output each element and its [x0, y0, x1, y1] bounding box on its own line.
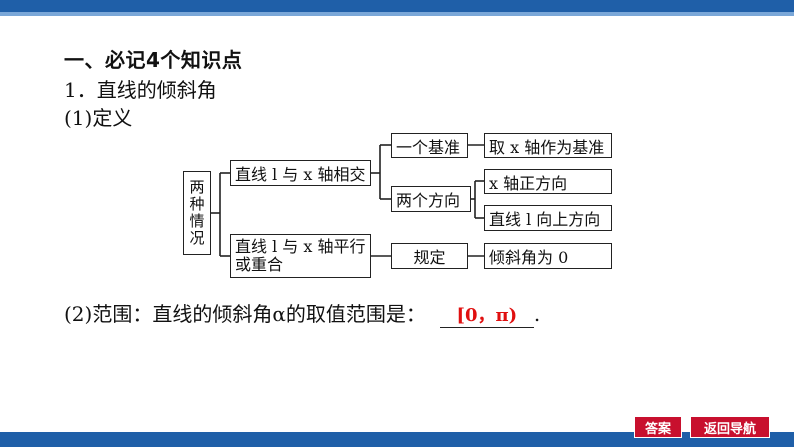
direction-line-up-label: 直线 l 向上方向 [489, 210, 601, 229]
one-basis-box: 一个基准 [391, 133, 468, 158]
range-period: . [533, 302, 541, 326]
rule-box: 规定 [391, 243, 468, 269]
range-answer-blank: [0，π) [439, 305, 534, 328]
basis-detail-label: 取 x 轴作为基准 [489, 137, 605, 157]
case-parallel-label-line2: 或重合 [235, 255, 284, 274]
one-basis-label: 一个基准 [396, 137, 461, 157]
answer-button[interactable]: 答案 [634, 416, 682, 438]
direction-x-axis-label: x 轴正方向 [489, 173, 568, 193]
top-banner-light-stripe [0, 12, 794, 16]
bottom-banner-blue [0, 432, 794, 447]
range-text: (2)范围：直线的倾斜角α的取值范围是： [64, 302, 426, 326]
subsection-title: (1)定义 [64, 106, 133, 130]
direction-line-up-box: 直线 l 向上方向 [484, 205, 612, 231]
rule-label: 规定 [413, 248, 446, 267]
direction-x-axis-box: x 轴正方向 [484, 169, 612, 194]
page-heading: 一、必记4个知识点 [64, 48, 243, 72]
section-title: 1．直线的倾斜角 [64, 78, 217, 102]
basis-detail-box: 取 x 轴作为基准 [484, 133, 612, 158]
two-directions-label: 两个方向 [396, 191, 461, 210]
top-banner [0, 0, 794, 16]
rule-detail-label: 倾斜角为 0 [489, 248, 569, 267]
case-intersect-label: 直线 l 与 x 轴相交 [235, 165, 366, 184]
two-directions-box: 两个方向 [391, 186, 471, 212]
bottom-banner [0, 432, 794, 447]
case-parallel-label-line1: 直线 l 与 x 轴平行 [235, 237, 366, 256]
range-statement: (2)范围：直线的倾斜角α的取值范围是： [0，π). [64, 298, 540, 328]
root-char-4: 况 [189, 229, 205, 247]
root-char-1: 两 [189, 178, 205, 196]
back-navigation-button[interactable]: 返回导航 [690, 416, 770, 438]
case-intersect-box: 直线 l 与 x 轴相交 [230, 160, 371, 186]
root-char-3: 情 [189, 212, 205, 230]
case-parallel-box: 直线 l 与 x 轴平行 或重合 [230, 234, 371, 278]
rule-detail-box: 倾斜角为 0 [484, 243, 612, 269]
root-two-cases-box: 两 种 情 况 [183, 171, 211, 255]
root-char-2: 种 [189, 195, 205, 213]
